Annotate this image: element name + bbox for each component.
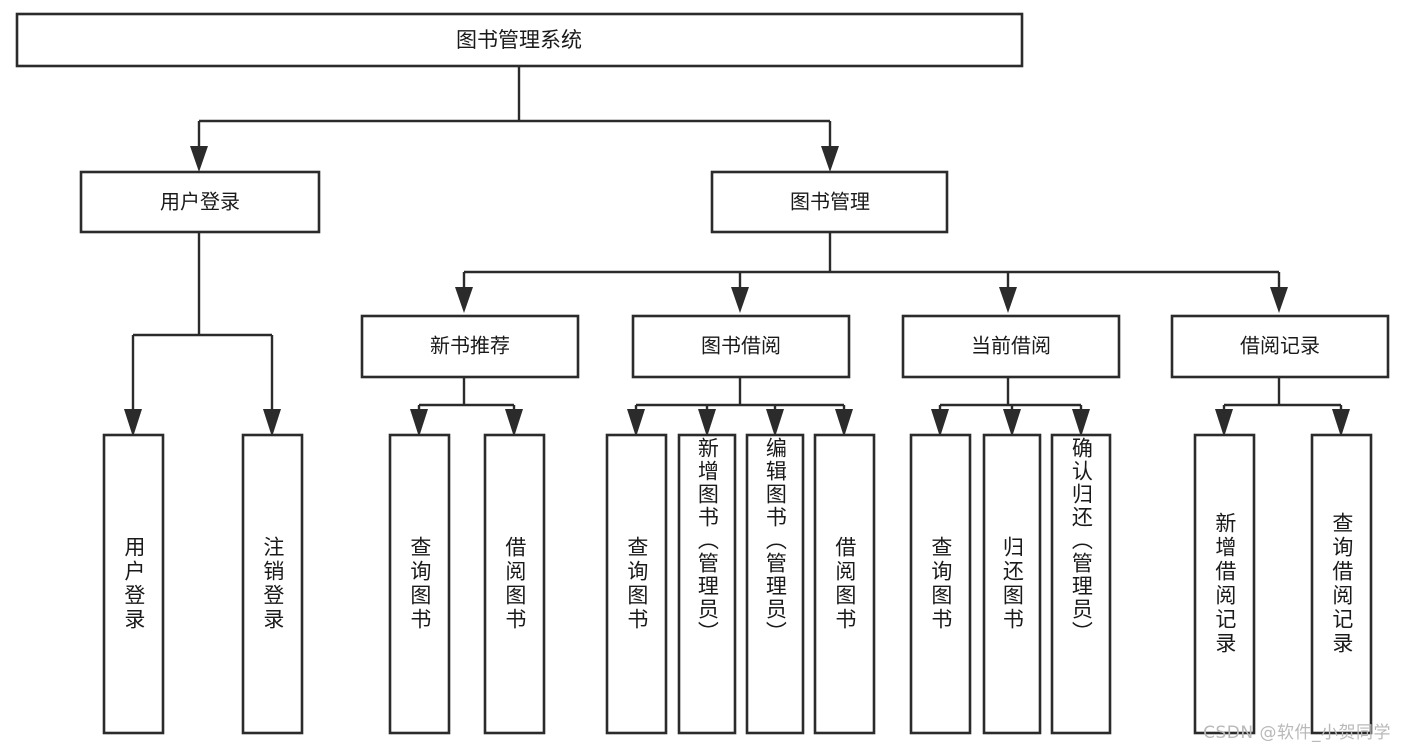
node-book-manage-label: 图书管理 bbox=[790, 190, 870, 214]
arrow-to-book-borrow-icon bbox=[731, 287, 749, 313]
node-user-login-box[interactable] bbox=[79, 170, 321, 234]
node-leaf-add-record-box[interactable] bbox=[1193, 433, 1256, 735]
arrow-to-leaf-edit-book-icon bbox=[766, 409, 784, 437]
node-leaf-confirm-return-box[interactable] bbox=[1050, 433, 1112, 735]
edge-group-root-to-level2 bbox=[190, 66, 839, 172]
node-leaf-logout-login-box[interactable] bbox=[241, 433, 304, 735]
node-borrow-record[interactable]: 借阅记录 bbox=[1170, 314, 1390, 379]
arrow-to-leaf-logout-login-icon bbox=[263, 409, 281, 437]
node-leaf-group bbox=[102, 433, 1373, 735]
node-book-manage[interactable]: 图书管理 bbox=[710, 170, 949, 234]
arrow-to-leaf-add-book-icon bbox=[698, 409, 716, 437]
node-root-label: 图书管理系统 bbox=[456, 28, 582, 52]
node-leaf-query-record-box[interactable] bbox=[1310, 433, 1373, 735]
node-leaf-borrow-book-1-box[interactable] bbox=[483, 433, 546, 735]
node-leaf-add-book-box[interactable] bbox=[677, 433, 737, 735]
edge-group-new-book-recommend-children bbox=[410, 377, 523, 437]
node-current-borrow-label: 当前借阅 bbox=[971, 334, 1051, 358]
node-book-borrow[interactable]: 图书借阅 bbox=[631, 314, 851, 379]
node-user-login[interactable]: 用户登录 bbox=[79, 170, 321, 234]
node-leaf-query-book-2-box[interactable] bbox=[605, 433, 668, 735]
node-leaf-query-book-1-box[interactable] bbox=[388, 433, 451, 735]
edge-group-user-login-children bbox=[124, 232, 281, 437]
arrow-to-leaf-borrow-book-2-icon bbox=[835, 409, 853, 437]
arrow-to-leaf-query-record-icon bbox=[1332, 409, 1350, 437]
node-new-book-recommend-box[interactable] bbox=[360, 314, 580, 379]
node-root-box[interactable] bbox=[15, 12, 1024, 68]
node-new-book-recommend-label: 新书推荐 bbox=[430, 334, 510, 358]
node-leaf-edit-book-box[interactable] bbox=[745, 433, 805, 735]
edge-group-borrow-record-children bbox=[1215, 377, 1350, 437]
arrow-to-leaf-confirm-return-icon bbox=[1072, 409, 1090, 437]
node-leaf-user-login-box[interactable] bbox=[102, 433, 165, 735]
node-book-manage-box[interactable] bbox=[710, 170, 949, 234]
node-borrow-record-label: 借阅记录 bbox=[1240, 334, 1320, 358]
arrow-to-leaf-user-login-icon bbox=[124, 409, 142, 437]
node-current-borrow-box[interactable] bbox=[901, 314, 1121, 379]
node-book-borrow-label: 图书借阅 bbox=[701, 334, 781, 358]
arrow-to-leaf-return-book-icon bbox=[1003, 409, 1021, 437]
arrow-to-new-book-recommend-icon bbox=[455, 287, 473, 313]
node-borrow-record-box[interactable] bbox=[1170, 314, 1390, 379]
arrow-to-borrow-record-icon bbox=[1270, 287, 1288, 313]
arrow-to-book-manage-icon bbox=[821, 146, 839, 172]
arrow-to-leaf-query-book-3-icon bbox=[931, 409, 949, 437]
node-leaf-query-book-3-box[interactable] bbox=[909, 433, 972, 735]
node-user-login-label: 用户登录 bbox=[160, 190, 240, 214]
node-root[interactable]: 图书管理系统 bbox=[15, 12, 1024, 68]
node-leaf-return-book-box[interactable] bbox=[982, 433, 1042, 735]
arrow-to-leaf-query-book-1-icon bbox=[410, 409, 428, 437]
arrow-to-user-login-icon bbox=[190, 146, 208, 172]
arrow-to-current-borrow-icon bbox=[999, 287, 1017, 313]
edge-group-current-borrow-children bbox=[931, 377, 1090, 437]
node-current-borrow[interactable]: 当前借阅 bbox=[901, 314, 1121, 379]
node-book-borrow-box[interactable] bbox=[631, 314, 851, 379]
edge-group-book-manage-children bbox=[455, 232, 1288, 313]
watermark-text: CSDN @软件_小贺同学 bbox=[1203, 723, 1391, 743]
node-leaf-borrow-book-2-box[interactable] bbox=[813, 433, 876, 735]
arrow-to-leaf-query-book-2-icon bbox=[627, 409, 645, 437]
edge-group-book-borrow-children bbox=[627, 377, 853, 437]
arrow-to-leaf-add-record-icon bbox=[1215, 409, 1233, 437]
node-new-book-recommend[interactable]: 新书推荐 bbox=[360, 314, 580, 379]
arrow-to-leaf-borrow-book-1-icon bbox=[505, 409, 523, 437]
